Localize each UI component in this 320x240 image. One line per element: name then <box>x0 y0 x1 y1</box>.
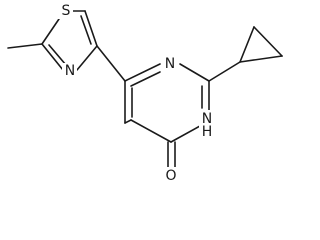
bond-s1-c2 <box>41 18 60 45</box>
bond-cyclopropyl-c <box>239 55 283 63</box>
atom-hydrogen: H <box>202 124 213 140</box>
atom-nitrogen-pyrimidine-top: N <box>165 56 175 72</box>
bond-c4-c5 <box>84 10 98 47</box>
bond-c2-methyl <box>7 43 43 49</box>
atom-oxygen: O <box>165 168 176 184</box>
bond-n3h-c4 <box>170 125 201 143</box>
bond-c6-n-top <box>124 63 161 82</box>
bond-cyclopropyl-a <box>239 26 255 63</box>
bond-c6-n-top-second <box>130 71 161 87</box>
bond-c4-c5-pyr <box>130 119 172 143</box>
bond-c4-c5-second <box>80 15 92 45</box>
molecule-structure: S N N N H O <box>7 3 283 184</box>
atom-nitrogen-nh: N <box>202 111 212 127</box>
bond-c2-n3 <box>41 43 64 71</box>
bond-n3-c4 <box>76 45 98 71</box>
bond-n-top-c2 <box>179 63 210 82</box>
bond-c2-cyclopropyl <box>208 61 241 82</box>
atom-sulfur: S <box>62 3 71 19</box>
bond-c5-c6-join <box>124 119 132 124</box>
atom-nitrogen-thiazole: N <box>65 63 75 79</box>
bond-cyclopropyl-b <box>253 26 283 57</box>
bond-c2-n3-second <box>48 44 67 66</box>
bond-c4-c6 <box>96 45 126 82</box>
